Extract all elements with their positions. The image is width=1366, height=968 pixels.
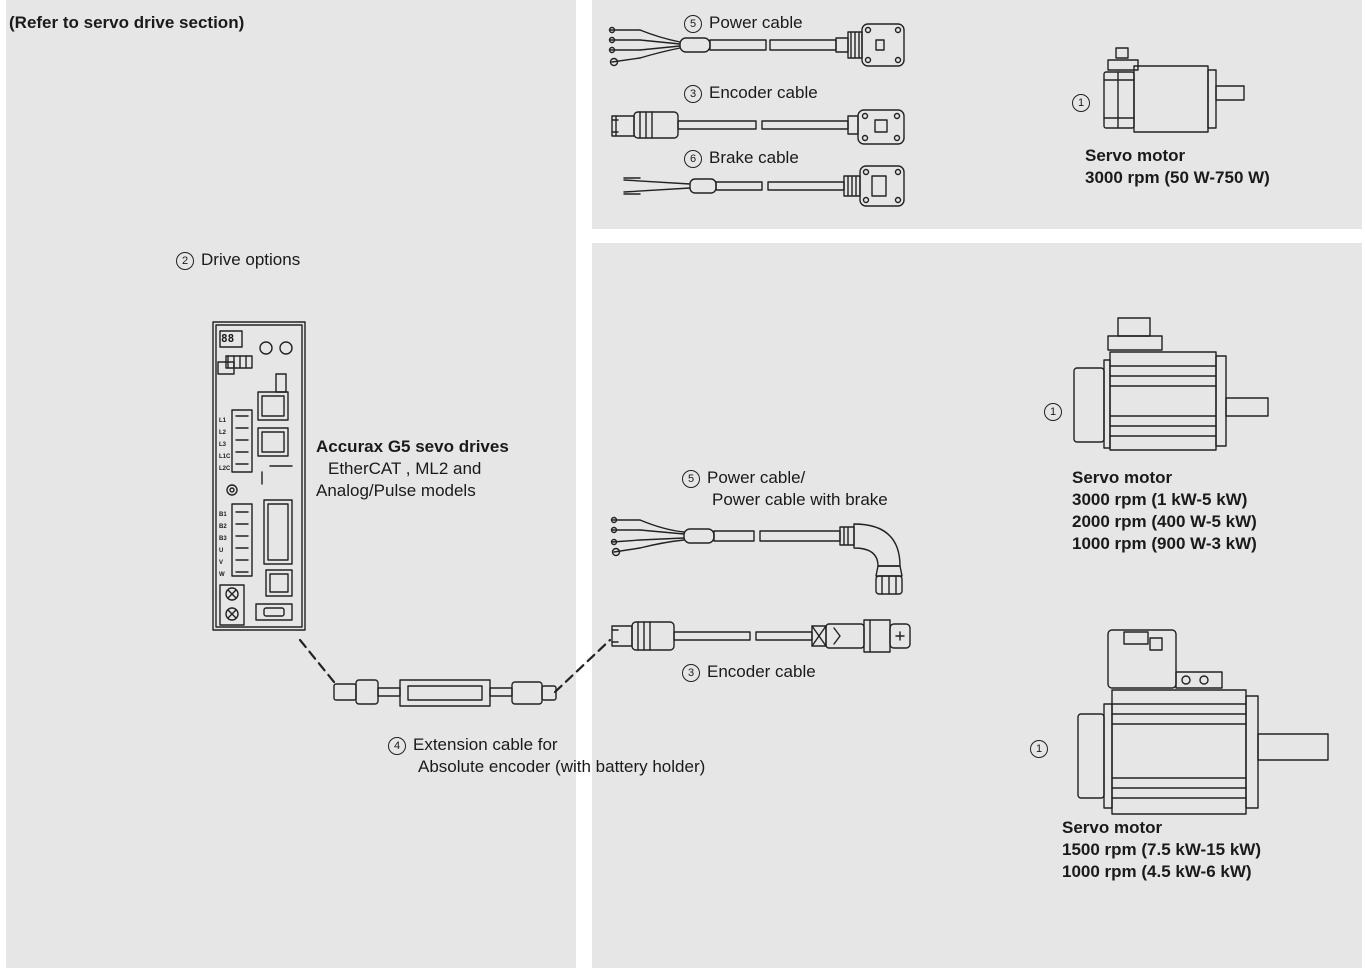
drive-terminal-label: B2 <box>219 524 227 530</box>
bottom-power-cable-text1: Power cable/ <box>707 468 806 487</box>
motor-spec: 2000 rpm (400 W-5 kW) <box>1072 512 1257 531</box>
extension-cable-text1: Extension cable for <box>413 735 558 754</box>
drive-terminal-label: U <box>219 548 224 554</box>
drive-terminal-label: V <box>219 560 224 566</box>
drive-terminal-label: L2 <box>219 430 227 436</box>
callout-number: 6 <box>684 150 702 168</box>
extension-cable-text2: Absolute encoder (with battery holder) <box>418 757 706 776</box>
motor-title: Servo motor <box>1062 818 1163 837</box>
large-motor-callout: 1 <box>1030 737 1055 759</box>
drive-models-line2: Analog/Pulse models <box>316 481 476 500</box>
left-panel <box>6 0 576 968</box>
callout-number: 5 <box>684 15 702 33</box>
servo-drive-drawing <box>212 321 306 631</box>
drive-terminal-label: L3 <box>219 442 227 448</box>
bottom-power-cable-label: 5 Power cable/ Power cable with brake <box>682 467 888 511</box>
bottom-encoder-cable-label: 3 Encoder cable <box>682 661 816 683</box>
callout-number: 5 <box>682 470 700 488</box>
medium-servo-motor-drawing <box>1073 317 1269 451</box>
top-encoder-cable-label: 3 Encoder cable <box>684 82 818 104</box>
top-power-cable-text: Power cable <box>709 13 803 32</box>
callout-number: 3 <box>684 85 702 103</box>
top-right-panel <box>592 0 1362 229</box>
small-motor-callout: 1 <box>1072 91 1097 113</box>
medium-motor-caption: Servo motor 3000 rpm (1 kW-5 kW) 2000 rp… <box>1072 467 1257 555</box>
top-power-cable-label: 5 Power cable <box>684 12 803 34</box>
drive-terminal-label: B3 <box>219 536 227 542</box>
header-note: (Refer to servo drive section) <box>9 13 245 32</box>
callout-number: 1 <box>1044 403 1062 421</box>
callout-number: 2 <box>176 252 194 270</box>
drive-options-text: Drive options <box>201 250 301 269</box>
small-motor-caption: Servo motor 3000 rpm (50 W-750 W) <box>1085 145 1270 189</box>
motor-spec: 3000 rpm (50 W-750 W) <box>1085 168 1270 187</box>
motor-title: Servo motor <box>1072 468 1173 487</box>
drive-title: Accurax G5 sevo drives <box>316 437 509 456</box>
top-brake-cable-label: 6 Brake cable <box>684 147 799 169</box>
drive-terminal-label: L2C <box>219 466 231 472</box>
drive-description: Accurax G5 sevo drives EtherCAT , ML2 an… <box>316 436 509 502</box>
bottom-right-panel <box>592 243 1362 968</box>
large-servo-motor-drawing <box>1077 629 1329 815</box>
extension-cable-label: 4 Extension cable for Absolute encoder (w… <box>388 734 705 778</box>
top-brake-cable-text: Brake cable <box>709 148 799 167</box>
callout-number: 1 <box>1072 94 1090 112</box>
bottom-encoder-cable-drawing <box>611 619 911 653</box>
medium-motor-callout: 1 <box>1044 400 1069 422</box>
bottom-encoder-cable-text: Encoder cable <box>707 662 816 681</box>
large-motor-caption: Servo motor 1500 rpm (7.5 kW-15 kW) 1000… <box>1062 817 1261 883</box>
bottom-power-cable-drawing <box>610 516 903 595</box>
drive-options-label: 2 Drive options <box>176 249 300 271</box>
top-brake-cable-drawing <box>623 165 905 207</box>
bottom-power-cable-text2: Power cable with brake <box>712 490 888 509</box>
motor-spec: 1000 rpm (900 W-3 kW) <box>1072 534 1257 553</box>
drive-terminal-label: L1 <box>219 418 227 424</box>
motor-spec: 1500 rpm (7.5 kW-15 kW) <box>1062 840 1262 859</box>
motor-spec: 3000 rpm (1 kW-5 kW) <box>1072 490 1248 509</box>
top-power-cable-drawing <box>608 23 905 67</box>
small-servo-motor-drawing <box>1103 47 1245 133</box>
motor-spec: 1000 rpm (4.5 kW-6 kW) <box>1062 862 1252 881</box>
top-encoder-cable-text: Encoder cable <box>709 83 818 102</box>
drive-terminal-label: W <box>219 572 225 578</box>
drive-terminal-label: L1C <box>219 454 231 460</box>
motor-title: Servo motor <box>1085 146 1186 165</box>
drive-terminal-label: B1 <box>219 512 227 518</box>
drive-models-line1: EtherCAT , ML2 and <box>328 459 482 478</box>
callout-number: 3 <box>682 664 700 682</box>
callout-number: 4 <box>388 737 406 755</box>
drive-display-readout: 88 <box>221 332 235 345</box>
callout-number: 1 <box>1030 740 1048 758</box>
extension-cable-drawing <box>298 638 612 707</box>
top-encoder-cable-drawing <box>611 109 905 145</box>
